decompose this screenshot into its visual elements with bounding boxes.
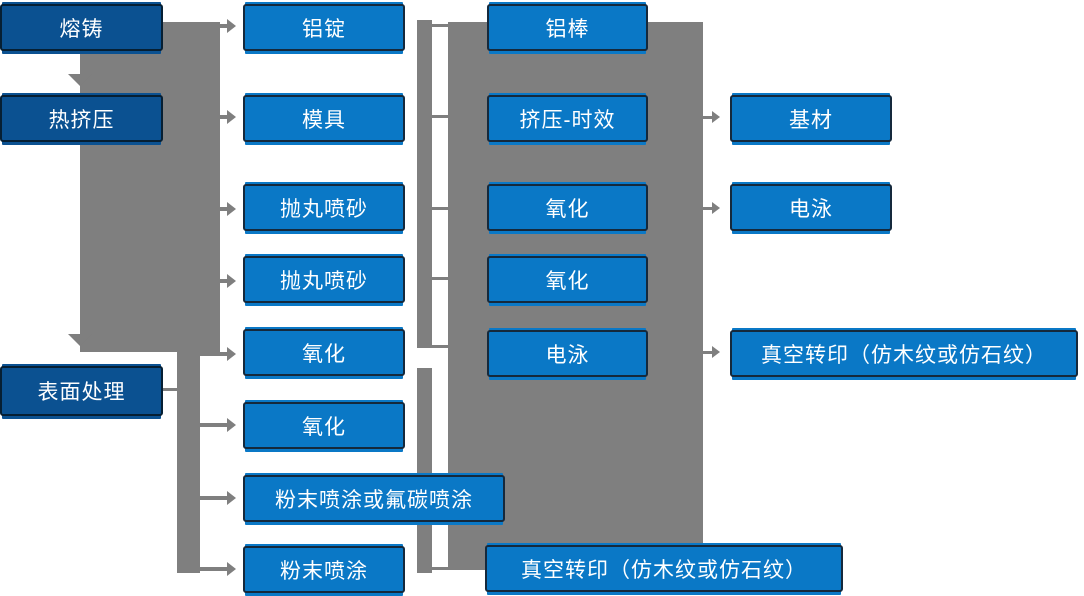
connector-bus-left-lower [177,352,200,573]
arrow-right-to-electrophoresis-2-icon [712,202,720,214]
arrow-right-to-powder-fluorocarbon-icon [227,491,236,505]
node-hot-extrusion: 热挤压 [0,95,163,142]
node-powder-fluorocarbon: 粉末喷涂或氟碳喷涂 [243,475,505,522]
arrow-stub [200,423,227,427]
arrow-right-to-base-material-icon [712,111,720,123]
node-mold: 模具 [243,95,405,142]
link-bar-block-row5 [432,345,448,348]
link-surface-treatment [163,388,177,391]
node-surface-treatment: 表面处理 [0,366,163,416]
node-melt-casting: 熔铸 [0,4,163,51]
node-shot-blast-1: 抛丸喷砂 [243,184,405,231]
link-bar-block-row2 [432,115,448,118]
arrow-right-to-mold-icon [227,110,236,124]
arrow-stub [703,207,712,210]
arrow-right-to-oxidation-1-icon [227,347,236,361]
node-oxidation-2: 氧化 [243,402,405,449]
arrow-down-to-surface-treatment-icon [68,334,92,346]
node-aluminum-rod: 铝棒 [487,4,648,51]
node-oxidation-1: 氧化 [243,329,405,376]
arrow-stub [220,279,227,283]
node-electrophoresis-1: 电泳 [487,330,648,377]
arrow-stub [220,115,227,119]
node-oxidation-4: 氧化 [487,256,648,303]
arrow-stub [200,567,227,571]
arrow-right-to-aluminum-ingot-icon [227,19,236,33]
arrow-down-to-hot-extrusion-icon [68,74,92,86]
arrow-stub [220,207,227,211]
arrow-stub [200,352,227,356]
node-base-material: 基材 [730,95,892,142]
connector-bar-mid-upper [417,20,432,348]
link-bar-block-bottom [432,567,448,570]
arrow-stub [200,496,227,500]
node-aluminum-ingot: 铝锭 [243,4,405,51]
connector-bus-left [80,22,220,352]
arrow-right-to-oxidation-2-icon [227,418,236,432]
node-extrusion-aging: 挤压-时效 [487,95,648,142]
arrow-right-to-vacuum-transfer-right-icon [712,346,720,358]
node-powder: 粉末喷涂 [243,546,405,593]
node-vacuum-transfer-right: 真空转印（仿木纹或仿石纹） [730,330,1078,377]
arrow-stub [220,24,227,28]
arrow-right-to-powder-icon [227,562,236,576]
link-bar-block-row4 [432,277,448,280]
link-bar-block-row1 [432,24,448,27]
connector-bar-mid-lower [417,368,432,573]
arrow-right-to-shot-blast-1-icon [227,202,236,216]
arrow-right-to-shot-blast-2-icon [227,274,236,288]
link-bar-block-row3 [432,207,448,210]
node-electrophoresis-2: 电泳 [730,184,892,231]
arrow-stub [703,116,712,119]
node-vacuum-transfer-bottom: 真空转印（仿木纹或仿石纹） [485,545,843,592]
node-shot-blast-2: 抛丸喷砂 [243,256,405,303]
arrow-stub [703,351,712,354]
node-oxidation-3: 氧化 [487,184,648,231]
